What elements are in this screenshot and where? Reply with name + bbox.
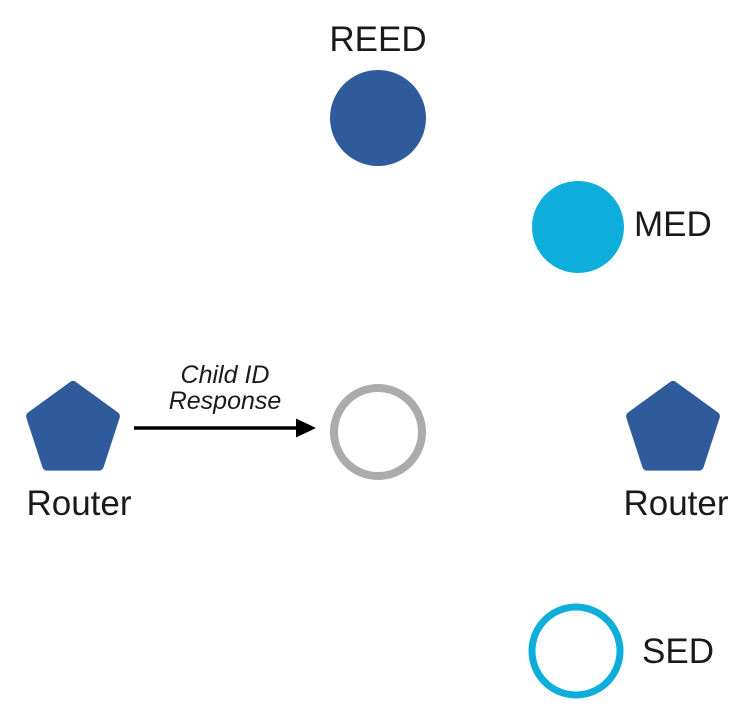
sed-node-circle: [528, 603, 624, 699]
med-label: MED: [634, 205, 712, 244]
arrow-label: Child ID Response: [169, 362, 282, 414]
sed-label: SED: [642, 632, 714, 671]
med-node-circle: [532, 181, 624, 273]
reed-node-circle: [330, 70, 426, 166]
router-right-label: Router: [623, 484, 729, 523]
arrow-head-icon: [296, 418, 316, 438]
arrow-label-line2: Response: [168, 387, 282, 415]
reed-label: REED: [329, 20, 427, 59]
router-right-pentagon: [626, 381, 720, 471]
child-id-response-arrow: [134, 418, 316, 438]
router-left-pentagon: [26, 381, 120, 471]
arrow-label-line1: Child ID: [180, 361, 270, 389]
router-left-label: Router: [26, 484, 132, 523]
joining-device-circle: [330, 384, 426, 480]
